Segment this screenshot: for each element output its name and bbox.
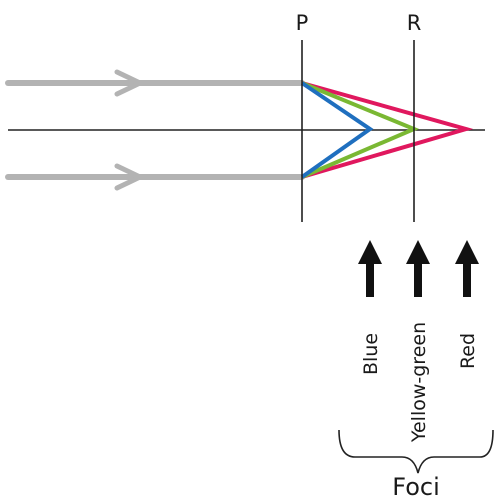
red-ray	[301, 81, 474, 179]
plane-r-label: R	[407, 11, 422, 35]
red-focus-label: Red	[457, 333, 479, 369]
blue-focus-label: Blue	[360, 333, 382, 375]
ray-direction-arrow-bottom	[114, 163, 143, 191]
plane-p-label: P	[296, 11, 309, 35]
yellow-green-focus-arrow-icon	[406, 240, 430, 297]
ray-direction-arrow-top	[114, 69, 143, 97]
blue-ray	[300, 81, 374, 179]
blue-focus-arrow-icon	[358, 240, 382, 297]
red-focus-arrow-icon	[455, 240, 479, 297]
foci-brace	[338, 429, 494, 474]
foci-caption: Foci	[392, 473, 440, 501]
incoming-rays	[5, 69, 305, 191]
yellow-green-focus-label: Yellow-green	[408, 322, 430, 443]
focus-arrows	[358, 240, 479, 297]
